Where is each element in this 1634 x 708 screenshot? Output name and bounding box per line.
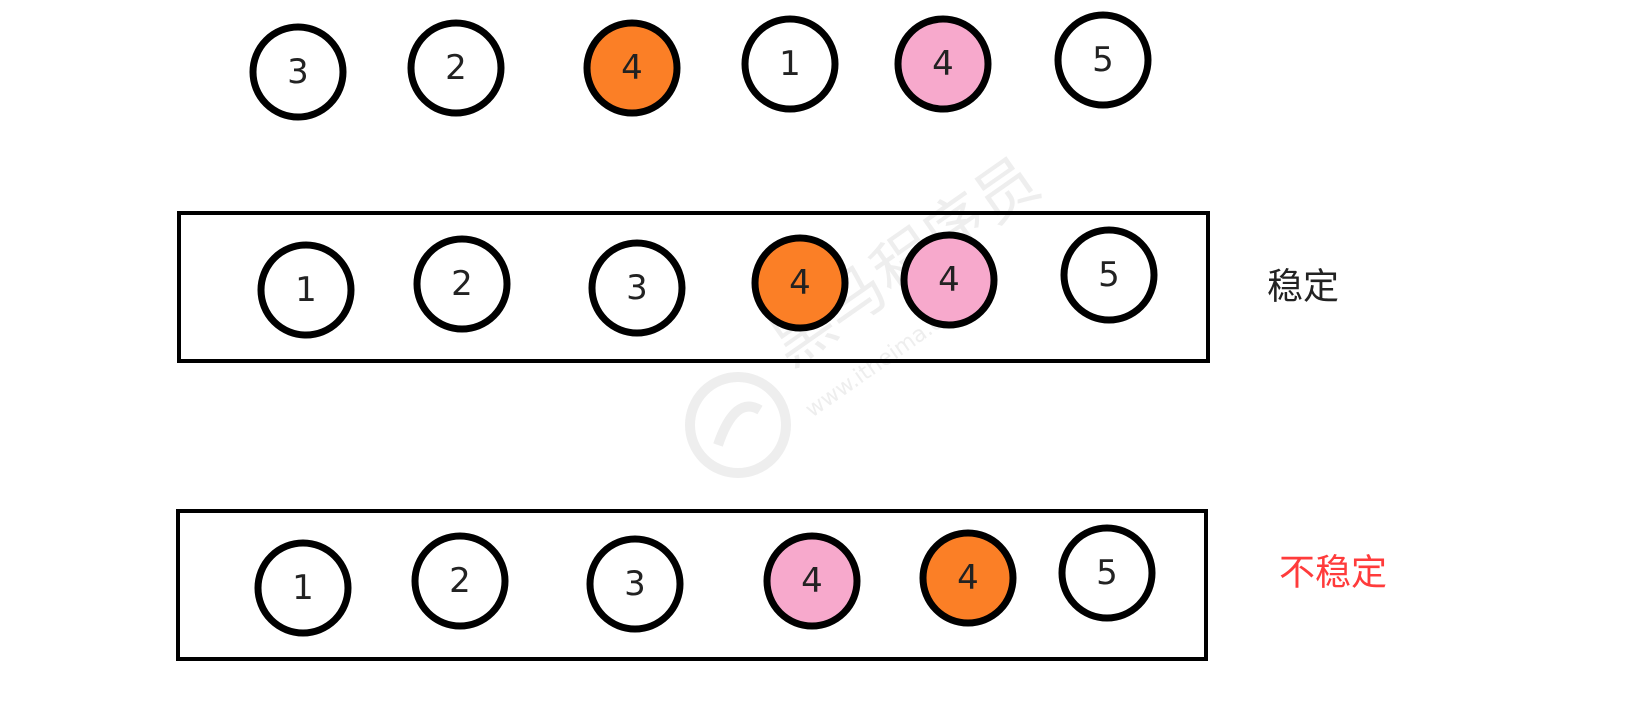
watermark-logo-icon — [685, 372, 791, 478]
ball-circle — [586, 535, 684, 633]
row-original: 3 2 4 1 4 5 — [249, 11, 1152, 121]
ball-value: 4 — [621, 48, 643, 88]
ball: 1 — [254, 539, 352, 637]
ball: 4 — [583, 19, 681, 117]
ball: 4 — [919, 529, 1017, 627]
ball-circle — [919, 529, 1017, 627]
ball-circle — [900, 231, 998, 329]
ball-circle — [583, 19, 681, 117]
ball-value: 4 — [957, 558, 979, 598]
ball-circle — [1054, 11, 1152, 109]
ball-value: 3 — [287, 52, 309, 92]
ball-value: 4 — [938, 260, 960, 300]
ball: 2 — [411, 532, 509, 630]
ball: 3 — [249, 23, 347, 121]
watermark: 黑马程序员 www.itheima.com — [685, 143, 1053, 478]
ball-circle — [751, 234, 849, 332]
ball-circle — [249, 23, 347, 121]
ball: 2 — [407, 19, 505, 117]
ball: 3 — [588, 239, 686, 337]
ball-value: 5 — [1098, 255, 1120, 295]
ball-circle — [413, 235, 511, 333]
ball-circle — [1060, 226, 1158, 324]
ball-value: 4 — [932, 44, 954, 84]
ball: 2 — [413, 235, 511, 333]
ball-value: 1 — [292, 568, 314, 608]
ball-value: 3 — [624, 564, 646, 604]
ball-value: 4 — [789, 263, 811, 303]
ball: 1 — [741, 15, 839, 113]
ball-circle — [741, 15, 839, 113]
ball: 4 — [900, 231, 998, 329]
ball-circle — [407, 19, 505, 117]
ball-value: 1 — [295, 270, 317, 310]
ball-circle — [1058, 524, 1156, 622]
ball-value: 2 — [445, 48, 467, 88]
ball-circle — [257, 241, 355, 339]
ball-circle — [894, 15, 992, 113]
ball: 4 — [894, 15, 992, 113]
ball: 3 — [586, 535, 684, 633]
ball: 4 — [751, 234, 849, 332]
ball-value: 4 — [801, 561, 823, 601]
ball: 5 — [1054, 11, 1152, 109]
ball-circle — [588, 239, 686, 337]
ball-value: 3 — [626, 268, 648, 308]
ball: 5 — [1058, 524, 1156, 622]
row-box — [177, 211, 1210, 363]
ball-circle — [763, 532, 861, 630]
ball: 1 — [257, 241, 355, 339]
stable-label: 稳定 — [1267, 267, 1339, 308]
ball: 5 — [1060, 226, 1158, 324]
row-stable: 1 2 3 4 4 5 稳定 — [177, 211, 1339, 363]
ball-value: 2 — [449, 561, 471, 601]
ball-value: 5 — [1092, 40, 1114, 80]
ball-circle — [254, 539, 352, 637]
ball-value: 1 — [779, 44, 801, 84]
ball-value: 2 — [451, 264, 473, 304]
unstable-label: 不稳定 — [1279, 553, 1387, 594]
row-unstable: 1 2 3 4 4 5 不稳定 — [176, 509, 1387, 661]
ball-circle — [411, 532, 509, 630]
ball: 4 — [763, 532, 861, 630]
row-box — [176, 509, 1208, 661]
ball-value: 5 — [1096, 553, 1118, 593]
